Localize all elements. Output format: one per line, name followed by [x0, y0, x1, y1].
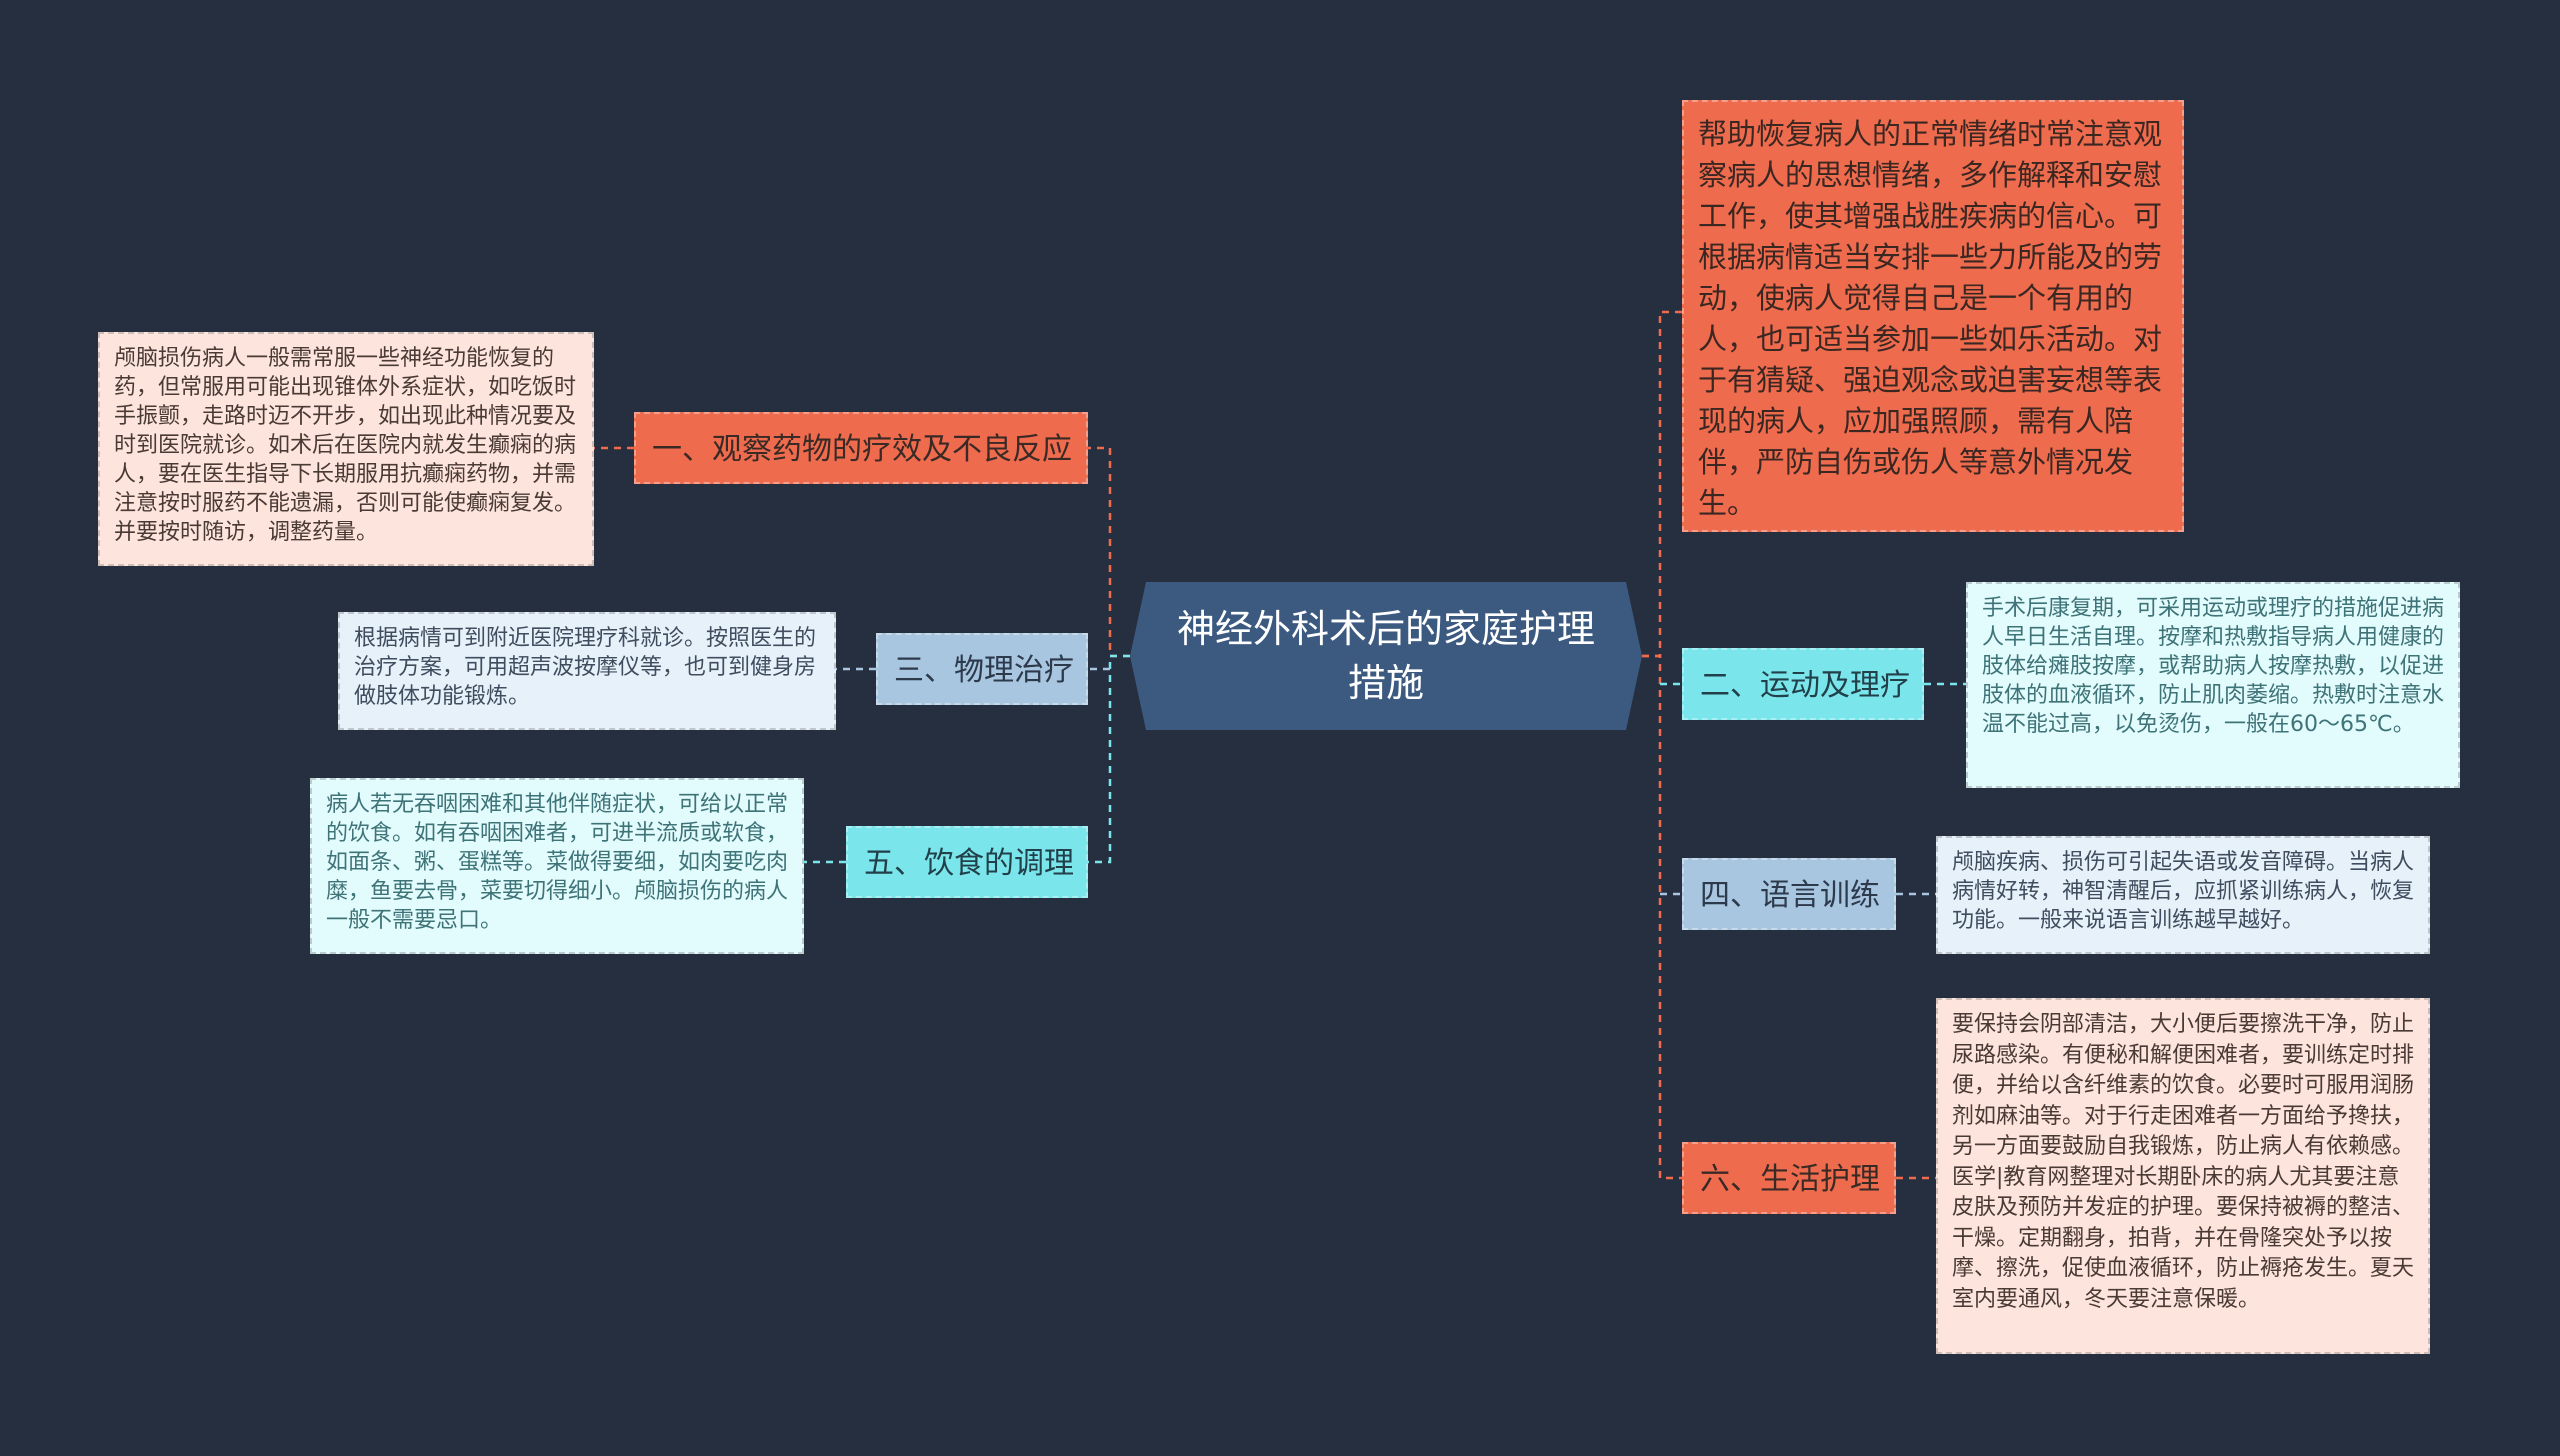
branch-6-daily-care[interactable]: 六、生活护理	[1682, 1142, 1896, 1214]
branch-4-speech[interactable]: 四、语言训练	[1682, 858, 1896, 930]
branch-1-medication[interactable]: 一、观察药物的疗效及不良反应	[634, 412, 1088, 484]
branch-2-exercise[interactable]: 二、运动及理疗	[1682, 648, 1924, 720]
detail-3-physical-therapy: 根据病情可到附近医院理疗科就诊。按照医生的治疗方案，可用超声波按摩仪等，也可到健…	[338, 612, 836, 730]
branch-3-physical-therapy[interactable]: 三、物理治疗	[876, 633, 1088, 705]
detail-emotional-care[interactable]: 帮助恢复病人的正常情绪时常注意观察病人的思想情绪，多作解释和安慰工作，使其增强战…	[1682, 100, 2184, 532]
central-topic[interactable]: 神经外科术后的家庭护理措施	[1130, 582, 1642, 730]
detail-5-diet: 病人若无吞咽困难和其他伴随症状，可给以正常的饮食。如有吞咽困难者，可进半流质或软…	[310, 778, 804, 954]
branch-5-diet[interactable]: 五、饮食的调理	[846, 826, 1088, 898]
detail-4-speech: 颅脑疾病、损伤可引起失语或发音障碍。当病人病情好转，神智清醒后，应抓紧训练病人，…	[1936, 836, 2430, 954]
detail-6-daily-care: 要保持会阴部清洁，大小便后要擦洗干净，防止尿路感染。有便秘和解便困难者，要训练定…	[1936, 998, 2430, 1354]
detail-1-medication: 颅脑损伤病人一般需常服一些神经功能恢复的药，但常服用可能出现锥体外系症状，如吃饭…	[98, 332, 594, 566]
detail-2-exercise: 手术后康复期，可采用运动或理疗的措施促进病人早日生活自理。按摩和热敷指导病人用健…	[1966, 582, 2460, 788]
